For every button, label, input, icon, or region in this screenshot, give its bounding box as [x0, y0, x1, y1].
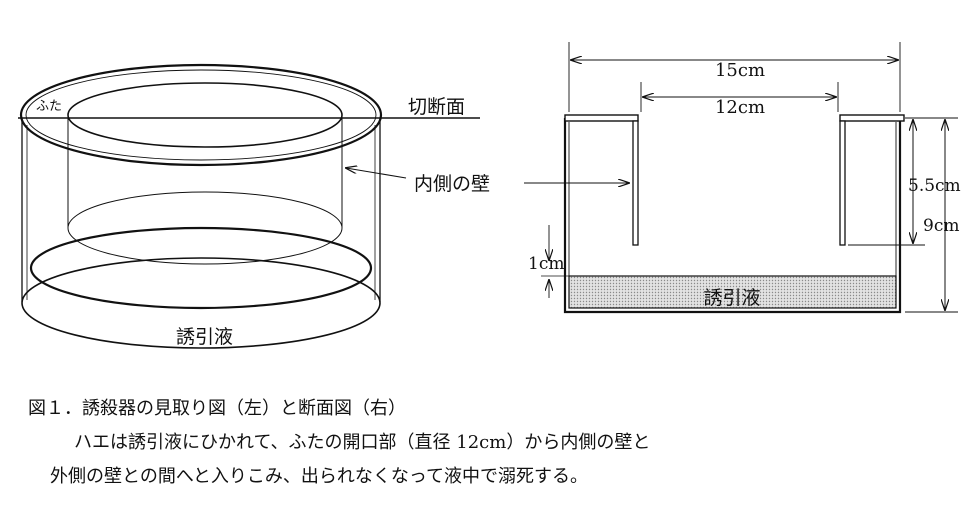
- lid-opening: [67, 82, 343, 148]
- lid-right: [839, 114, 905, 122]
- section-label: 切断面: [408, 96, 465, 118]
- dim-5-5cm-label: 5.5cm: [908, 176, 961, 196]
- dim-9cm-label: 9cm: [923, 216, 959, 236]
- inner-wall-right: [839, 120, 846, 246]
- outer-container: [563, 118, 902, 314]
- lid-outer-rim: [19, 63, 383, 167]
- trap-diagram: ふた 切断面 内側の壁 誘引液: [18, 42, 961, 349]
- container-bottom: [21, 257, 381, 349]
- dim-12cm-label: 12cm: [715, 97, 765, 118]
- lid-left: [564, 114, 639, 122]
- section-view: [524, 42, 958, 314]
- left-liquid-label: 誘引液: [176, 326, 233, 348]
- inner-wall-left: [632, 120, 639, 246]
- caption-title: 図１．誘殺器の見取り図（左）と断面図（右）: [28, 398, 406, 419]
- liquid-surface: [29, 226, 373, 310]
- dim-15cm-label: 15cm: [715, 60, 765, 81]
- inner-wall-bottom: [67, 191, 343, 265]
- perspective-view: [18, 63, 480, 349]
- section-liquid-label: 誘引液: [703, 287, 760, 309]
- caption-text-line-2: 外側の壁との間へと入りこみ、出られなくなって液中で溺死する。: [50, 466, 589, 487]
- caption-text-line-1: ハエは誘引液にひかれて、ふたの開口部（直径 12cm）から内側の壁と: [74, 432, 651, 453]
- dim-1cm-label: 1cm: [528, 254, 564, 274]
- inner-wall-label: 内側の壁: [414, 173, 490, 195]
- inner-wall-arrow: [346, 168, 407, 179]
- lid-inner-rim: [25, 69, 377, 161]
- figure-caption: 図１．誘殺器の見取り図（左）と断面図（右） ハエは誘引液にひかれて、ふたの開口部…: [0, 392, 969, 494]
- lid-label: ふた: [36, 99, 62, 114]
